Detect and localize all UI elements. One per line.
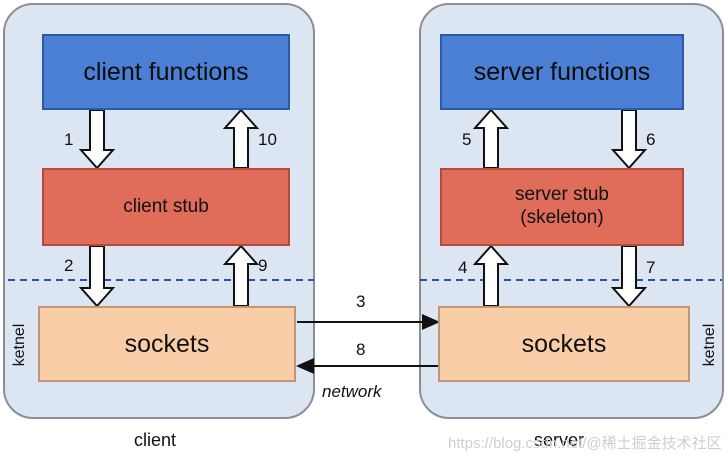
client-sockets-box: sockets [38,306,296,382]
step-3: 3 [356,292,366,311]
step-6: 6 [646,130,656,149]
arrow-9-up [222,244,260,307]
server-functions-label: server functions [473,58,651,86]
server-stub-label: server stub (skeleton) [515,184,609,228]
arrow-2-down [78,245,116,308]
arrow-7-down [610,245,648,308]
arrow-4-up [472,244,510,307]
network-label: network [322,382,382,401]
step-7: 7 [646,258,656,277]
server-kernel-label: ketnel [701,323,718,367]
client-kernel-label: ketnel [11,323,28,367]
step-5: 5 [462,130,472,149]
step-9: 9 [258,256,268,275]
arrow-10-up [222,108,260,169]
server-caption: server [534,430,585,450]
server-sockets-box: sockets [438,306,690,382]
server-sockets-label: sockets [521,330,607,358]
arrow-5-up [472,108,510,169]
step-2: 2 [64,256,74,275]
arrow-1-down [78,109,116,170]
step-8: 8 [356,340,366,359]
client-functions-label: client functions [83,58,249,86]
arrow-6-down [610,109,648,170]
client-sockets-label: sockets [124,330,210,358]
client-caption: client [134,430,177,450]
server-functions-box: server functions [440,34,684,110]
client-functions-box: client functions [42,34,290,110]
watermark: https://blog.csdn.net/@稀土掘金技术社区 [448,435,722,452]
client-stub-label: client stub [123,195,209,217]
step-1: 1 [64,130,74,149]
step-10: 10 [258,130,277,149]
client-stub-box: client stub [42,168,290,246]
server-stub-box: server stub (skeleton) [440,168,684,246]
step-4: 4 [458,258,468,277]
